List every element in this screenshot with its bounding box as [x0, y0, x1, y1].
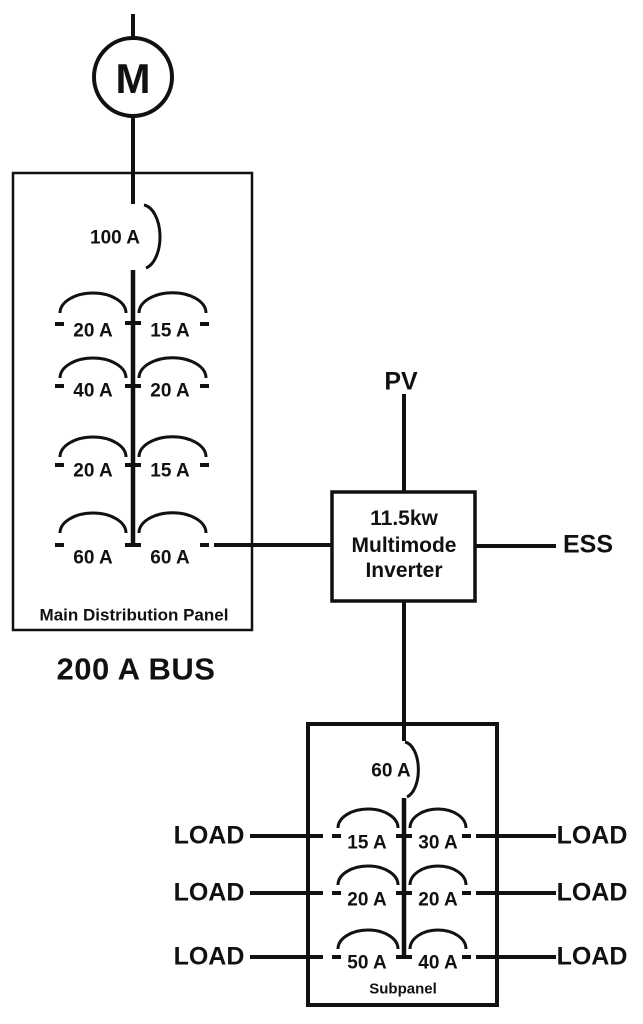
breaker-rating: 50 A — [347, 952, 387, 974]
subpanel-box — [306, 722, 499, 1007]
load-label: LOAD — [173, 942, 245, 971]
bus-rating-label: 200 A BUS — [56, 651, 216, 687]
inverter-name-line1: Multimode — [351, 534, 457, 557]
breaker-rating: 15 A — [347, 832, 387, 854]
breaker-rating: 15 A — [150, 460, 190, 482]
breaker-rating: 15 A — [150, 320, 190, 342]
main-branch-row-4 — [55, 511, 209, 547]
load-label: LOAD — [556, 821, 628, 850]
breaker-rating: 20 A — [347, 889, 387, 911]
main-panel-title: Main Distribution Panel — [39, 605, 229, 625]
main-branch-row-2 — [55, 356, 209, 388]
breaker-arc-left — [336, 864, 400, 886]
subpanel-feeder-arc — [404, 740, 420, 799]
load-label: LOAD — [173, 878, 245, 907]
breaker-rating: 20 A — [73, 460, 113, 482]
breaker-rating: 20 A — [150, 380, 190, 402]
ess-label: ESS — [562, 530, 614, 559]
main-breaker-arc — [143, 203, 162, 270]
breaker-rating: 60 A — [150, 547, 190, 569]
breaker-arc-left — [336, 928, 400, 950]
breaker-arc-right — [137, 356, 208, 379]
subpanel-feeder-rating: 60 A — [371, 760, 411, 782]
breaker-arc-left — [58, 291, 128, 314]
subpanel — [250, 722, 556, 1007]
breaker-arc-right — [408, 807, 468, 829]
breaker-rating: 60 A — [73, 547, 113, 569]
breaker-rating: 20 A — [418, 889, 458, 911]
main-panel — [11, 171, 254, 632]
breaker-arc-left — [58, 511, 128, 534]
load-label: LOAD — [173, 821, 245, 850]
breaker-rating: 20 A — [73, 320, 113, 342]
main-breaker-rating: 100 A — [90, 227, 140, 249]
meter-label: M — [115, 55, 151, 102]
breaker-arc-right — [408, 928, 468, 950]
main-panel-box — [11, 171, 254, 632]
subpanel-title: Subpanel — [369, 980, 437, 998]
inverter — [330, 394, 556, 741]
breaker-rating: 40 A — [418, 952, 458, 974]
inverter-name-line2: Inverter — [365, 559, 443, 582]
breaker-rating: 40 A — [73, 380, 113, 402]
pv-label: PV — [384, 367, 418, 396]
breaker-rating: 30 A — [418, 832, 458, 854]
load-label: LOAD — [556, 878, 628, 907]
main-branch-row-3 — [55, 435, 209, 467]
load-label: LOAD — [556, 942, 628, 971]
breaker-arc-left — [336, 807, 400, 829]
inverter-rating: 11.5kw — [370, 507, 438, 530]
breaker-arc-right — [137, 511, 208, 534]
breaker-arc-right — [137, 291, 208, 314]
sub-branch-row-2 — [250, 864, 556, 895]
main-branch-row-1 — [55, 291, 209, 326]
breaker-arc-left — [58, 356, 128, 379]
breaker-arc-right — [408, 864, 468, 886]
sub-branch-row-3 — [250, 928, 556, 959]
sub-branch-row-1 — [250, 807, 556, 838]
breaker-arc-left — [58, 435, 128, 458]
breaker-arc-right — [137, 435, 208, 458]
meter-symbol — [92, 14, 174, 204]
